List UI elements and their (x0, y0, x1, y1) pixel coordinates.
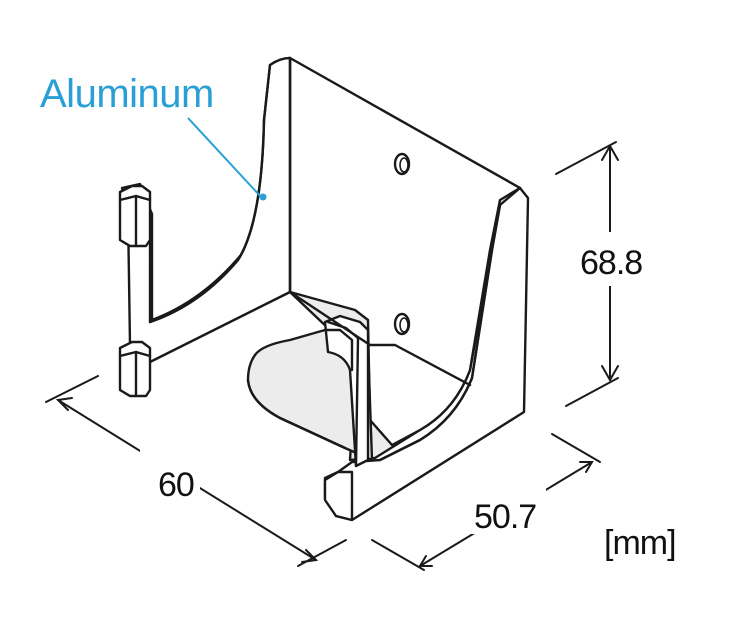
callout-leader (187, 117, 263, 199)
unit-label: [mm] (604, 524, 676, 562)
front-bottom-tab (323, 470, 354, 522)
depth-label: 50.7 (474, 498, 536, 536)
bracket-icon (118, 56, 530, 522)
width-dimension: 60 (45, 375, 347, 567)
width-label: 60 (158, 466, 194, 504)
left-arm-curve (148, 63, 272, 324)
height-label: 68.8 (580, 244, 642, 282)
material-label: Aluminum (40, 72, 214, 116)
material-callout: Aluminum (40, 72, 267, 201)
height-dimension: 68.8 (555, 141, 672, 407)
right-inner-edge (378, 203, 502, 462)
depth-dimension: 50.7 (371, 433, 601, 571)
base-plate-edge (246, 378, 347, 450)
callout-dot (259, 193, 267, 201)
